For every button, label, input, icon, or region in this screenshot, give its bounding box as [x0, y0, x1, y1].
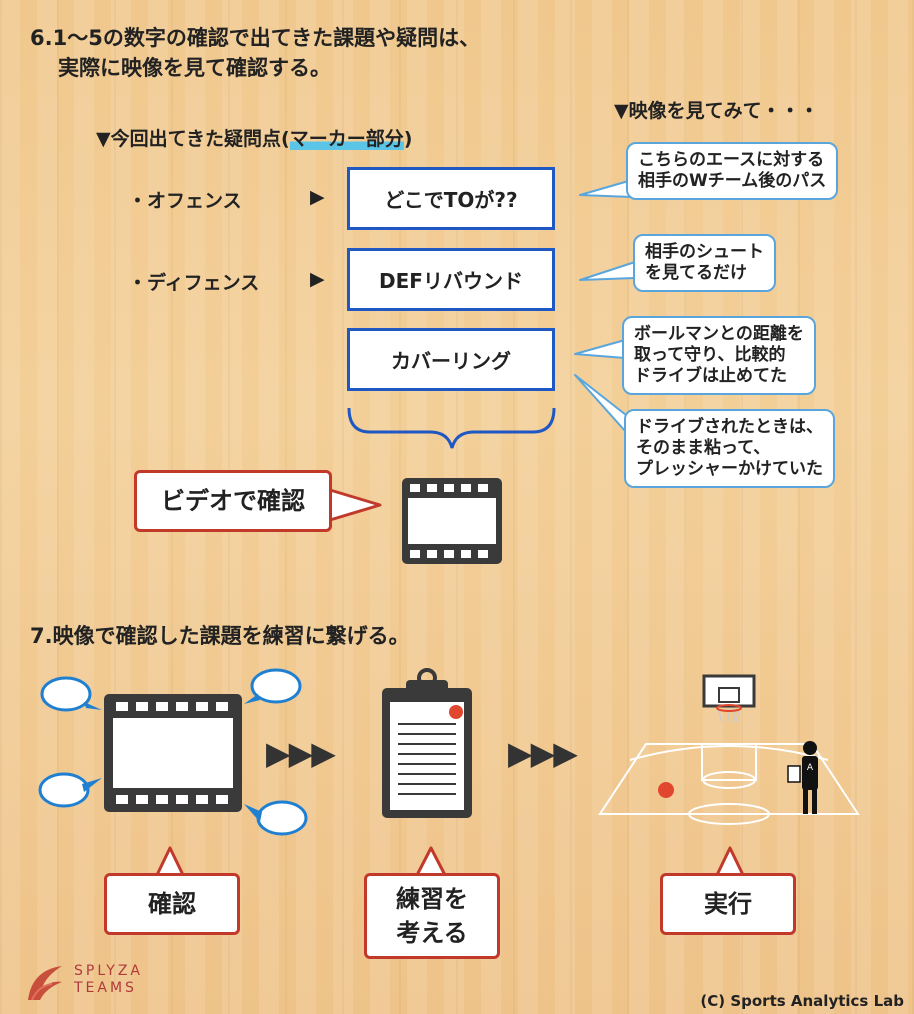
bubble-line: 取って守り、比較的 — [634, 345, 786, 365]
splyza-logo-icon — [28, 966, 62, 1001]
bubble-line: ボールマンとの距離を — [634, 324, 804, 344]
questions-label: ▼今回出てきた疑問点(マーカー部分) — [96, 124, 412, 151]
defense-label: ・ディフェンス — [128, 272, 260, 294]
film-icon — [402, 478, 502, 564]
bubble-offense-note: こちらのエースに対する 相手のWチーム後のパス — [626, 142, 839, 200]
bubble-rebound-note: 相手のシュート を見てるだけ — [633, 234, 776, 292]
step-plan-line2: 考える — [396, 919, 468, 947]
basketball-court-icon: A — [598, 674, 860, 825]
credit-text: (C) Sports Analytics Lab — [700, 992, 904, 1010]
bubble-line: こちらのエースに対する — [638, 150, 825, 170]
step-execute-text: 実行 — [704, 890, 752, 918]
offense-label: ・オフェンス — [128, 190, 242, 212]
clipboard-icon — [382, 668, 472, 818]
coach-badge: A — [807, 763, 814, 773]
video-observation-label: ▼映像を見てみて・・・ — [614, 100, 819, 122]
question-box-turnover: どこでTOが?? — [347, 167, 555, 230]
flow-arrow-1-icon: ▶▶▶ — [266, 734, 336, 772]
section6-heading-line2: 実際に映像を見て確認する。 — [58, 56, 331, 80]
flow-arrow-2-icon: ▶▶▶ — [508, 734, 578, 772]
question-box-covering: カバーリング — [347, 328, 555, 391]
step-plan-practice: 練習を 考える — [364, 873, 500, 959]
logo-text-line1: SPLYZA — [74, 963, 143, 979]
bubble-line: 相手のWチーム後のパス — [638, 171, 827, 191]
step-confirm: 確認 — [104, 873, 240, 935]
bubble-line: そのまま粘って、 — [636, 438, 771, 458]
bubble-line: プレッシャーかけていた — [636, 459, 823, 479]
film-review-icon — [38, 668, 308, 836]
step-plan-line1: 練習を — [396, 885, 468, 913]
questions-label-marker: マーカー部分 — [289, 128, 404, 150]
video-confirm-label: ビデオで確認 — [134, 470, 332, 532]
logo-text-line2: TEAMS — [74, 980, 137, 996]
bubble-line: ドライブされたときは、 — [636, 417, 823, 437]
bubble-covering-note-1: ボールマンとの距離を 取って守り、比較的 ドライブは止めてた — [622, 316, 816, 395]
section7-heading: 7.映像で確認した課題を練習に繋げる。 — [30, 624, 410, 648]
questions-label-suffix: ) — [403, 128, 413, 150]
offense-arrow-icon: ▶ — [310, 186, 325, 208]
bubble-line: ドライブは止めてた — [634, 366, 787, 386]
questions-label-prefix: ▼今回出てきた疑問点( — [96, 128, 290, 150]
section6-heading-line1: 6.1〜5の数字の確認で出てきた課題や疑問は、 — [30, 26, 481, 50]
bubble-line: 相手のシュート — [645, 242, 764, 262]
step-confirm-text: 確認 — [148, 890, 196, 918]
defense-arrow-icon: ▶ — [310, 268, 325, 290]
bubble-covering-note-2: ドライブされたときは、 そのまま粘って、 プレッシャーかけていた — [624, 409, 835, 488]
step-execute: 実行 — [660, 873, 796, 935]
bubble-line: を見てるだけ — [645, 263, 747, 283]
question-box-def-rebound: DEFリバウンド — [347, 248, 555, 311]
